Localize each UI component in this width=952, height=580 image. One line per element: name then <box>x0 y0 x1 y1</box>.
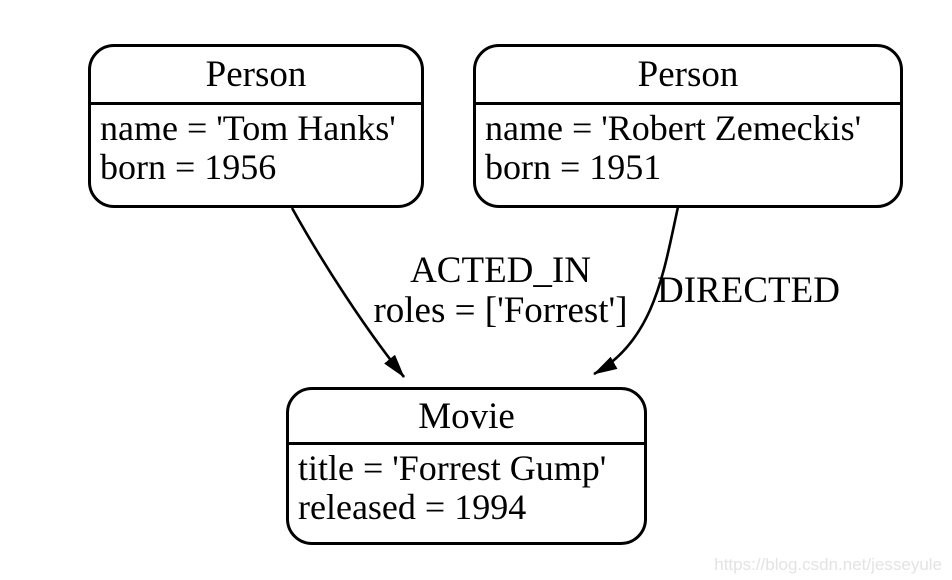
directed-edge-label: DIRECTED <box>657 271 840 311</box>
node-person-tom-hanks: Person name = 'Tom Hanks' born = 1956 <box>88 44 424 208</box>
acted-in-edge <box>290 207 406 378</box>
node-property-released: released = 1994 <box>298 487 527 527</box>
directed-edge <box>593 206 680 376</box>
edge-label-roles: roles = ['Forrest'] <box>373 290 628 331</box>
node-label: Person <box>476 47 900 105</box>
node-properties: name = 'Tom Hanks' born = 1956 <box>91 105 421 187</box>
node-property-title: title = 'Forrest Gump' <box>298 448 607 488</box>
node-property-born: born = 1956 <box>100 147 277 187</box>
node-properties: title = 'Forrest Gump' released = 1994 <box>289 445 644 527</box>
node-property-name: name = 'Robert Zemeckis' <box>485 108 862 148</box>
node-property-name: name = 'Tom Hanks' <box>100 108 396 148</box>
acted-in-edge-label: ACTED_IN roles = ['Forrest'] <box>358 251 643 331</box>
node-property-born: born = 1951 <box>485 147 662 187</box>
edge-label-type: ACTED_IN <box>410 250 591 291</box>
edge-label-type: DIRECTED <box>657 270 840 311</box>
node-label: Person <box>91 47 421 105</box>
node-label: Movie <box>289 390 644 445</box>
node-person-robert-zemeckis: Person name = 'Robert Zemeckis' born = 1… <box>473 44 903 208</box>
node-properties: name = 'Robert Zemeckis' born = 1951 <box>476 105 900 187</box>
watermark-url: https://blog.csdn.net/jesseyule <box>714 555 942 574</box>
node-movie-forrest-gump: Movie title = 'Forrest Gump' released = … <box>286 387 647 545</box>
